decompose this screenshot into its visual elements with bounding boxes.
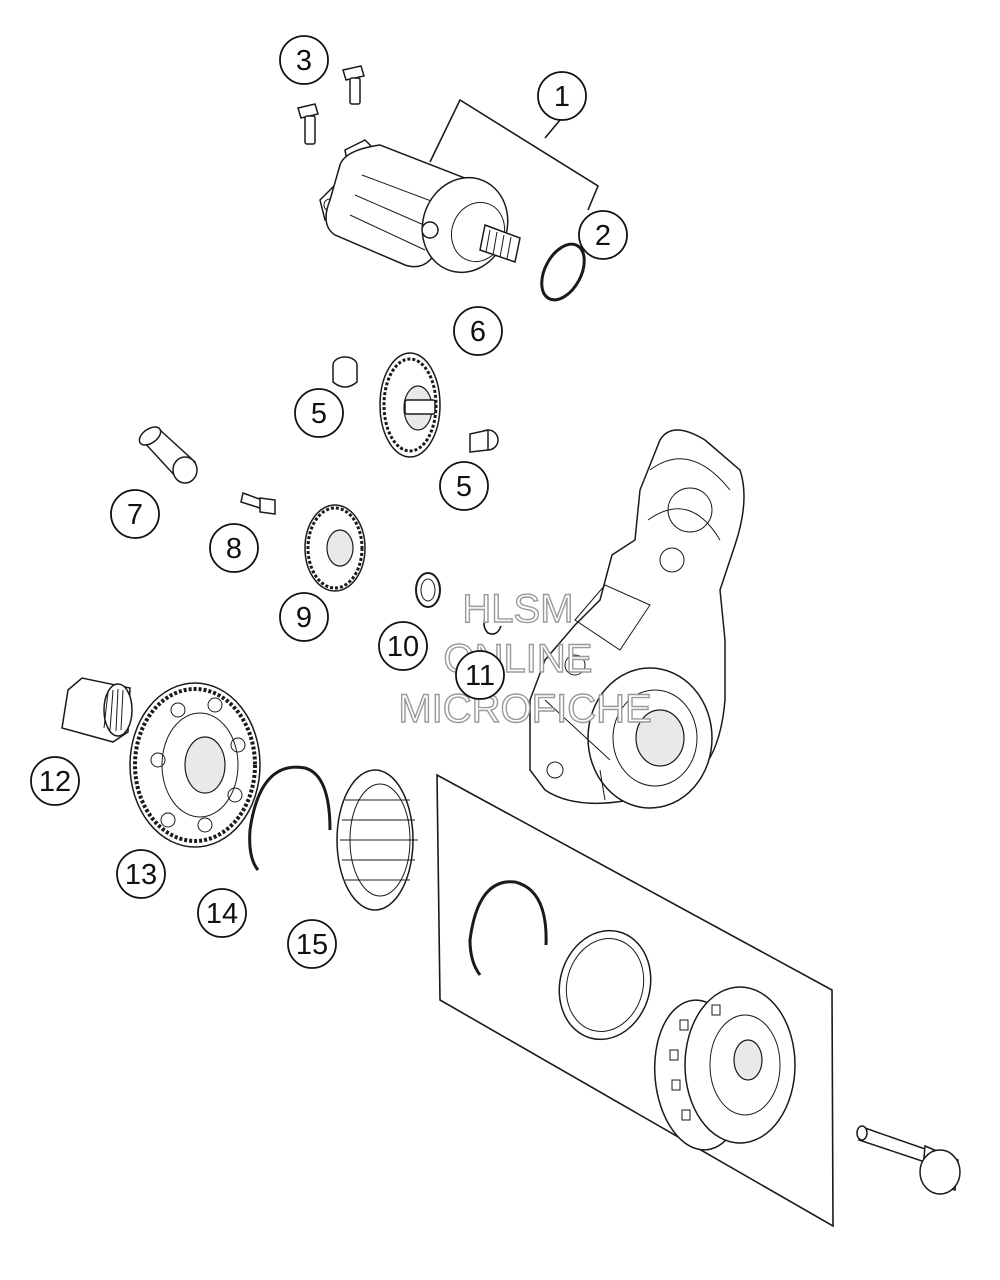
callout-10-label: 10 xyxy=(387,631,419,663)
callout-6-label: 6 xyxy=(470,316,486,348)
callout-5b-label: 5 xyxy=(456,471,472,503)
sub-assembly-frame xyxy=(436,773,834,1228)
sub-snap-ring xyxy=(468,880,548,976)
watermark-line-1: HLSM xyxy=(462,587,573,631)
callout-12: 12 xyxy=(30,756,80,806)
callout-8-label: 8 xyxy=(226,533,242,565)
bushing-part-5b xyxy=(469,429,499,453)
callout-9: 9 xyxy=(279,592,329,642)
freewheel-part-15 xyxy=(336,769,418,911)
intermediate-gear-part-6 xyxy=(379,352,441,458)
callout-15: 15 xyxy=(287,919,337,969)
bushing-part-5a xyxy=(332,356,358,388)
callout-2: 2 xyxy=(578,210,628,260)
sleeve-part-7 xyxy=(138,426,198,484)
callout-3-label: 3 xyxy=(296,45,312,77)
flange-bolt xyxy=(856,1125,961,1195)
callout-11: 11 xyxy=(455,650,505,700)
callout-13-label: 13 xyxy=(125,859,157,891)
callout-8: 8 xyxy=(209,523,259,573)
callout-5b: 5 xyxy=(439,461,489,511)
crankcase-cover xyxy=(529,429,745,809)
callout-1: 1 xyxy=(537,71,587,121)
callout-1-leader xyxy=(429,98,599,211)
screw-part-3b xyxy=(297,103,319,145)
callout-11-label: 11 xyxy=(465,660,495,692)
callout-5a: 5 xyxy=(294,388,344,438)
snap-ring-part-14 xyxy=(248,765,332,871)
screw-part-3a xyxy=(342,65,365,105)
circlip-part-11 xyxy=(483,611,502,635)
callout-7-label: 7 xyxy=(127,499,143,531)
needle-bearing-part-12 xyxy=(61,677,133,743)
sub-sleeve xyxy=(558,929,652,1041)
callout-15-label: 15 xyxy=(296,929,328,961)
callout-1-stem xyxy=(544,119,561,139)
callout-9-label: 9 xyxy=(296,602,312,634)
callout-12-label: 12 xyxy=(39,766,71,798)
gear-part-9 xyxy=(304,504,366,592)
callout-7: 7 xyxy=(110,489,160,539)
callout-3: 3 xyxy=(279,35,329,85)
starter-motor-part-1 xyxy=(319,139,521,274)
callout-13: 13 xyxy=(116,849,166,899)
callout-14-label: 14 xyxy=(206,898,238,930)
bolt-part-8 xyxy=(240,491,276,515)
o-ring-part-2 xyxy=(540,242,586,302)
callout-1-label: 1 xyxy=(554,81,570,113)
washer-part-10 xyxy=(415,572,441,608)
callout-14: 14 xyxy=(197,888,247,938)
sub-gear-hub xyxy=(653,986,796,1151)
callout-5a-label: 5 xyxy=(311,398,327,430)
callout-6: 6 xyxy=(453,306,503,356)
watermark-line-3: MICROFICHE xyxy=(398,687,651,731)
ring-gear-part-13 xyxy=(129,682,261,848)
washer-hole xyxy=(420,578,436,602)
callout-10: 10 xyxy=(378,621,428,671)
callout-2-label: 2 xyxy=(595,220,611,252)
